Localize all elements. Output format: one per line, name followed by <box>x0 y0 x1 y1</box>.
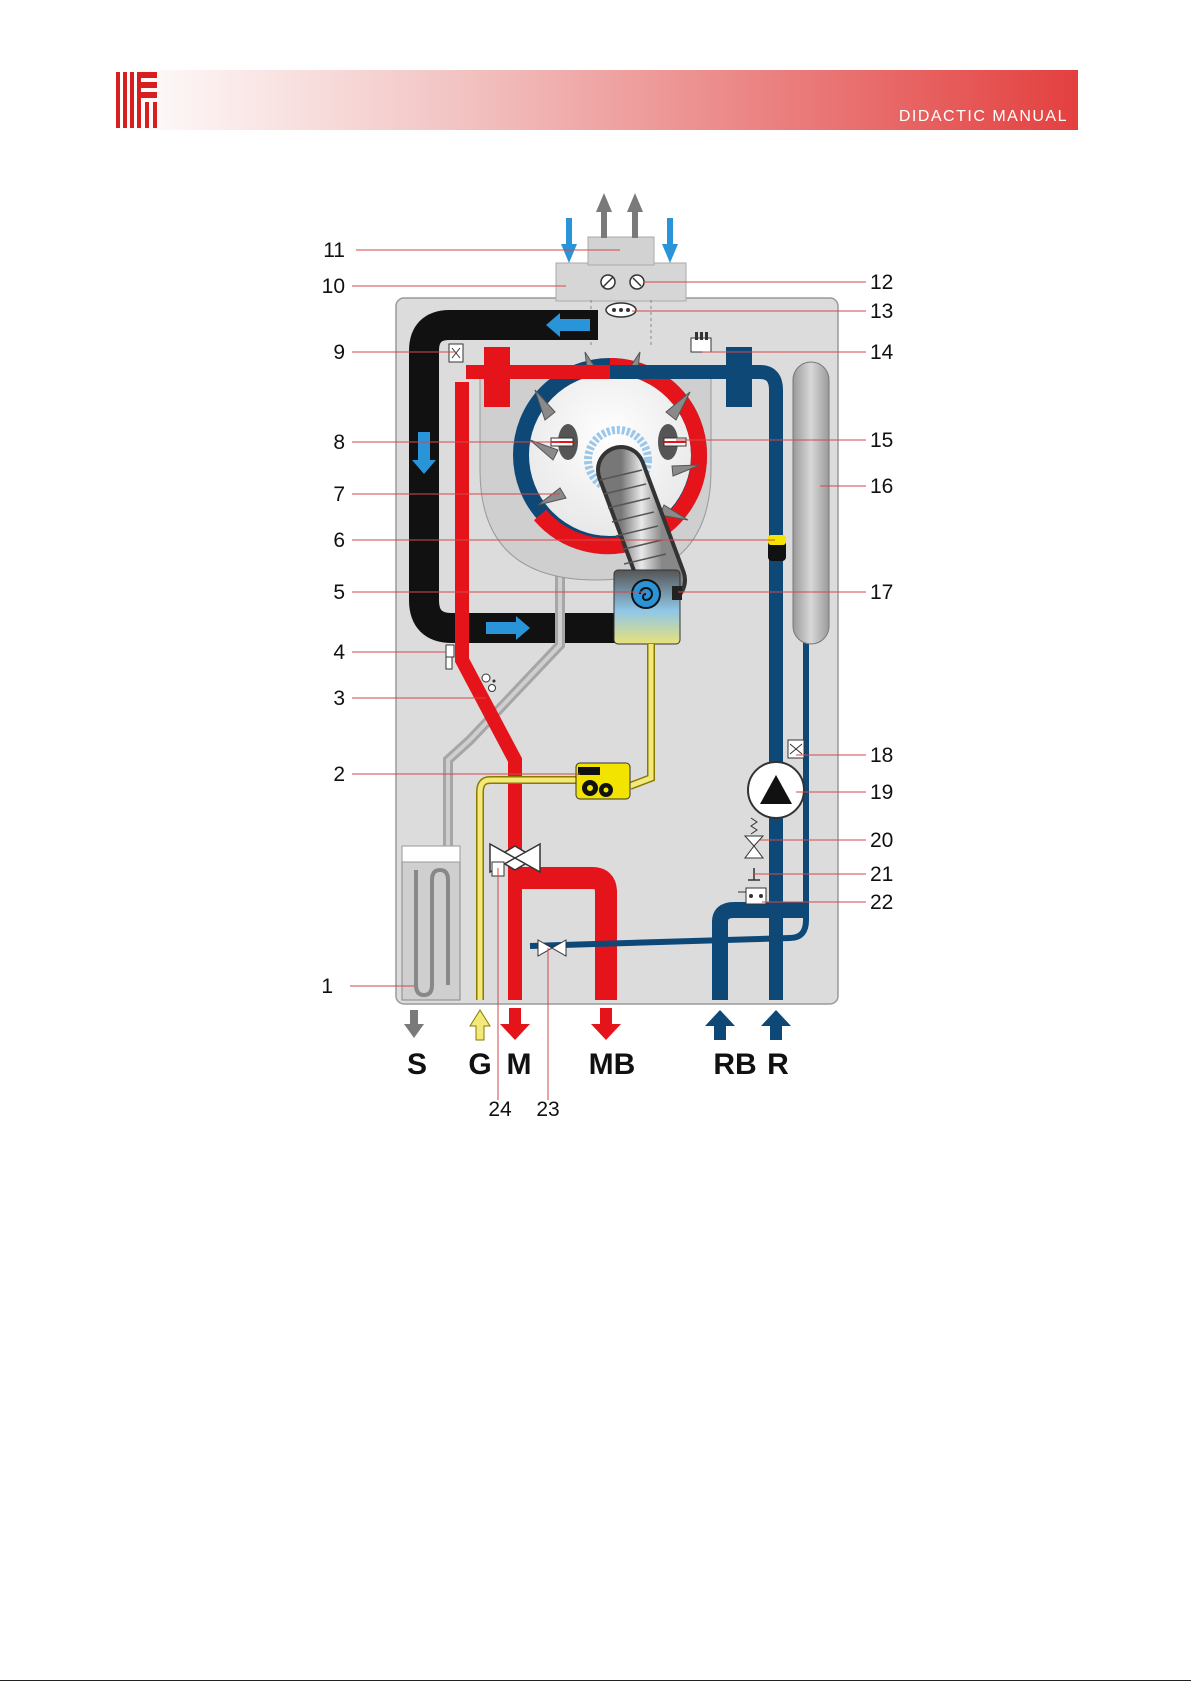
svg-text:10: 10 <box>322 275 345 298</box>
air-vent-icon <box>449 344 463 362</box>
callout-label-20: 20 <box>870 829 893 852</box>
callout-label-9: 9 <box>333 341 345 364</box>
drain-outlet-arrow <box>404 1010 424 1038</box>
heating-flow-arrow <box>591 1008 621 1040</box>
svg-text:5: 5 <box>333 581 345 604</box>
callout-label-23: 23 <box>536 1098 559 1121</box>
svg-text:17: 17 <box>870 581 893 604</box>
callout-label-3: 3 <box>333 687 345 710</box>
svg-text:9: 9 <box>333 341 345 364</box>
svg-text:7: 7 <box>333 483 345 506</box>
svg-text:15: 15 <box>870 429 893 452</box>
svg-text:3: 3 <box>333 687 345 710</box>
svg-text:1: 1 <box>321 975 333 998</box>
callout-label-13: 13 <box>870 300 893 323</box>
connection-label-r: R <box>767 1048 789 1081</box>
svg-text:16: 16 <box>870 475 893 498</box>
callout-label-17: 17 <box>870 581 893 604</box>
callout-label-12: 12 <box>870 271 893 294</box>
svg-text:MB: MB <box>589 1048 636 1081</box>
callout-label-2: 2 <box>333 763 345 786</box>
gas-inlet-arrow <box>470 1010 490 1040</box>
callout-label-16: 16 <box>870 475 893 498</box>
page-bottom-rule <box>0 1680 1191 1681</box>
svg-text:RB: RB <box>713 1048 756 1081</box>
svg-text:8: 8 <box>333 431 345 454</box>
callout-label-7: 7 <box>333 483 345 506</box>
svg-text:19: 19 <box>870 781 893 804</box>
flue-outlet <box>588 237 654 265</box>
dhw-outlet-arrow <box>500 1008 530 1040</box>
callout-label-1: 1 <box>321 975 333 998</box>
svg-text:M: M <box>507 1048 532 1081</box>
cold-water-inlet-arrow <box>761 1010 791 1040</box>
callout-label-8: 8 <box>333 431 345 454</box>
callout-label-22: 22 <box>870 891 893 914</box>
expansion-vessel <box>793 362 829 644</box>
connection-label-mb: MB <box>589 1048 636 1081</box>
svg-text:14: 14 <box>870 341 894 364</box>
svg-text:S: S <box>407 1048 427 1081</box>
callout-label-24: 24 <box>488 1098 512 1121</box>
svg-text:24: 24 <box>488 1098 512 1121</box>
flow-header-block <box>484 347 510 407</box>
svg-text:2: 2 <box>333 763 345 786</box>
air-pressure-switch <box>672 586 682 600</box>
svg-text:6: 6 <box>333 529 345 552</box>
svg-text:4: 4 <box>333 641 345 664</box>
svg-text:22: 22 <box>870 891 893 914</box>
connection-label-g: G <box>468 1048 491 1081</box>
flue-exhaust-arrows <box>596 193 643 238</box>
svg-text:13: 13 <box>870 300 893 323</box>
connection-label-rb: RB <box>713 1048 756 1081</box>
callout-label-21: 21 <box>870 863 893 886</box>
heating-return-arrow <box>705 1010 735 1040</box>
callout-label-4: 4 <box>333 641 345 664</box>
svg-text:21: 21 <box>870 863 893 886</box>
svg-text:23: 23 <box>536 1098 559 1121</box>
connection-label-s: S <box>407 1048 427 1081</box>
svg-text:G: G <box>468 1048 491 1081</box>
svg-text:12: 12 <box>870 271 893 294</box>
callout-label-15: 15 <box>870 429 893 452</box>
callout-label-10: 10 <box>322 275 345 298</box>
callout-label-19: 19 <box>870 781 893 804</box>
svg-text:R: R <box>767 1048 789 1081</box>
connection-label-m: M <box>507 1048 532 1081</box>
svg-text:20: 20 <box>870 829 893 852</box>
callout-label-11: 11 <box>323 239 345 262</box>
callout-label-14: 14 <box>870 341 894 364</box>
callout-label-5: 5 <box>333 581 345 604</box>
callout-label-18: 18 <box>870 744 893 767</box>
return-header-block <box>726 347 752 407</box>
callout-label-6: 6 <box>333 529 345 552</box>
svg-text:11: 11 <box>323 239 345 262</box>
svg-text:18: 18 <box>870 744 893 767</box>
